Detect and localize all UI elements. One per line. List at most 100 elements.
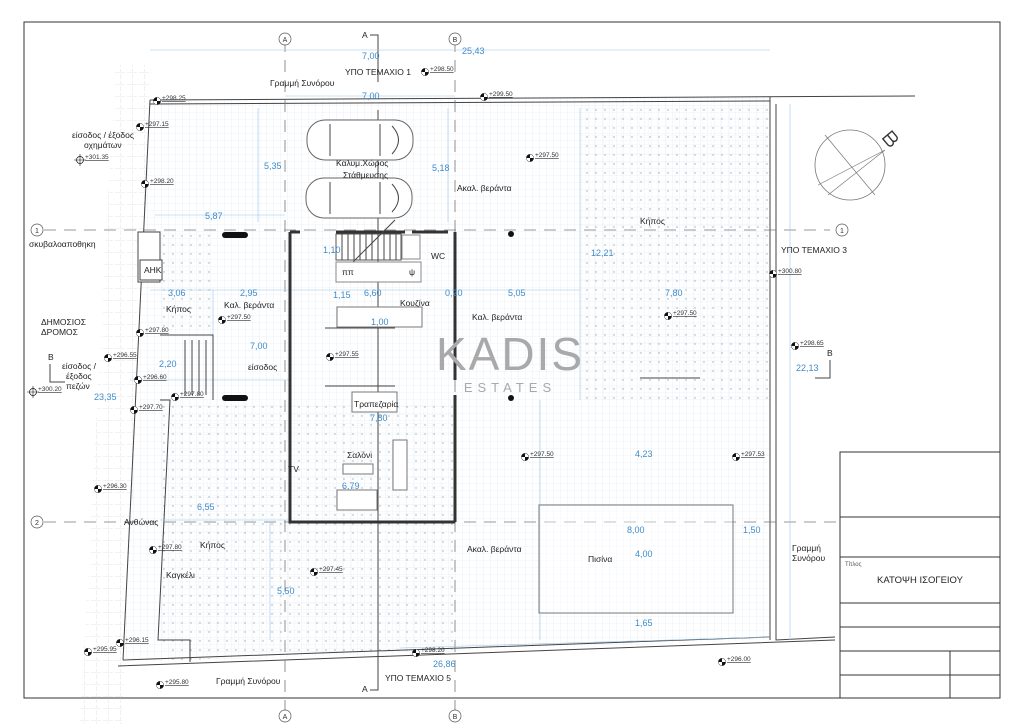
- svg-text:23,35: 23,35: [94, 392, 117, 402]
- elevation-label: +297.80: [145, 327, 169, 334]
- elevation-marker: +295.95: [84, 646, 117, 656]
- elevation-label: +300.80: [778, 268, 802, 275]
- svg-text:5,87: 5,87: [205, 211, 223, 221]
- elevation-label: +296.15: [125, 637, 149, 644]
- svg-text:26,86: 26,86: [433, 659, 456, 669]
- svg-text:2: 2: [35, 520, 39, 527]
- elevation-label: +299.50: [489, 91, 513, 98]
- dimension-labels: 7,00 25,43 7,00 5,35 5,18 5,87 1,10 3,06…: [94, 46, 819, 669]
- grid-axes-horizontal: [44, 229, 840, 523]
- svg-text:6,79: 6,79: [342, 481, 360, 491]
- svg-text:1: 1: [35, 228, 39, 235]
- svg-text:πεζών: πεζών: [66, 381, 90, 391]
- section-a-bottom-label: A: [362, 684, 368, 694]
- drawing-frame: [23, 21, 1001, 699]
- elevation-label: +295.80: [165, 679, 189, 686]
- svg-text:Ακαλ. βεράντα: Ακαλ. βεράντα: [457, 183, 512, 193]
- elevation-marker: +297.15: [136, 121, 169, 131]
- elevation-marker: +298.20: [412, 647, 445, 657]
- svg-text:4,00: 4,00: [635, 549, 653, 559]
- svg-text:7,00: 7,00: [362, 91, 380, 101]
- elevation-marker: +301.35: [74, 154, 109, 166]
- svg-text:7,80: 7,80: [370, 413, 388, 423]
- elevation-marker: +298.20: [141, 178, 174, 188]
- svg-text:έξοδος: έξοδος: [66, 371, 92, 381]
- svg-text:ΥΠΟ ΤΕΜΑΧΙΟ 3: ΥΠΟ ΤΕΜΑΧΙΟ 3: [781, 245, 847, 255]
- elevation-marker: +297.50: [526, 152, 559, 162]
- elevation-label: +300.20: [38, 386, 62, 393]
- svg-text:Γραμμή: Γραμμή: [792, 543, 821, 553]
- svg-text:Κήπος: Κήπος: [200, 540, 225, 550]
- svg-text:Στάθμευσης: Στάθμευσης: [343, 170, 388, 180]
- svg-text:Πισίνα: Πισίνα: [588, 554, 612, 564]
- elevation-marker: +299.50: [480, 91, 513, 101]
- svg-text:Ακαλ. βεράντα: Ακαλ. βεράντα: [467, 544, 522, 554]
- svg-text:Γραμμή Συνόρου: Γραμμή Συνόρου: [216, 676, 281, 686]
- boundary-top-inner: [149, 100, 771, 105]
- svg-text:5,05: 5,05: [508, 288, 526, 298]
- section-ticks: [325, 327, 700, 387]
- svg-text:ΥΠΟ ΤΕΜΑΧΙΟ 5: ΥΠΟ ΤΕΜΑΧΙΟ 5: [385, 673, 451, 683]
- drawing-title: ΚΑΤΟΨΗ ΙΣΟΓΕΙΟΥ: [877, 575, 964, 586]
- svg-text:ΔΡΟΜΟΣ: ΔΡΟΜΟΣ: [41, 327, 78, 337]
- svg-text:6,60: 6,60: [364, 288, 382, 298]
- elevation-marker: +297.55: [326, 351, 359, 361]
- svg-text:6,55: 6,55: [197, 502, 215, 512]
- axis-marker-1-right: 1: [835, 223, 849, 237]
- svg-text:Ανθώνας: Ανθώνας: [124, 517, 158, 527]
- svg-text:5,35: 5,35: [264, 161, 282, 171]
- elevation-label: +297.80: [158, 544, 182, 551]
- svg-text:1: 1: [840, 228, 844, 235]
- axis-marker-b-bottom: B: [448, 709, 462, 723]
- elevation-marker: +298.25: [153, 95, 186, 105]
- elevation-marker: +297.50: [521, 451, 554, 461]
- elevation-marker: +297.50: [218, 314, 251, 324]
- svg-text:Κήπος: Κήπος: [166, 304, 191, 314]
- svg-text:είσοδος / έξοδος: είσοδος / έξοδος: [72, 130, 134, 140]
- svg-text:ππ: ππ: [342, 267, 354, 277]
- boundary-top: [149, 95, 916, 101]
- north-arrow-icon: [814, 129, 898, 201]
- elevation-label: +297.50: [535, 152, 559, 159]
- elevation-label: +296.00: [727, 656, 751, 663]
- svg-text:Γραμμή Συνόρου: Γραμμή Συνόρου: [270, 78, 335, 88]
- svg-text:1,50: 1,50: [743, 525, 761, 535]
- elevation-marker: +297.80: [136, 327, 169, 337]
- section-a-top: A: [362, 30, 368, 40]
- kitchen-island: [336, 306, 423, 328]
- coffee-table: [342, 463, 374, 475]
- elevation-label: +297.80: [180, 391, 204, 398]
- svg-text:ψ: ψ: [409, 267, 415, 277]
- svg-text:Τραπεζαρία: Τραπεζαρία: [354, 399, 398, 409]
- svg-text:22,13: 22,13: [796, 363, 819, 373]
- svg-text:Καλυμ.Χώρος: Καλυμ.Χώρος: [336, 158, 388, 168]
- svg-text:2,95: 2,95: [240, 288, 258, 298]
- svg-text:7,00: 7,00: [362, 51, 380, 61]
- column-markers: [222, 231, 514, 401]
- svg-text:7,00: 7,00: [250, 341, 268, 351]
- svg-text:είσοδος /: είσοδος /: [62, 361, 97, 371]
- ped-stairs: [160, 334, 214, 400]
- pool: [538, 504, 734, 614]
- kadis-estates-logo: KADIS ESTATES: [436, 328, 584, 395]
- grid-axes-vertical: [284, 40, 456, 710]
- svg-text:7,80: 7,80: [665, 288, 683, 298]
- svg-text:1,10: 1,10: [323, 245, 341, 255]
- boundary-bottom: [117, 636, 836, 667]
- railing-wall: [157, 399, 191, 662]
- elevation-label: +298.20: [150, 178, 174, 185]
- elevation-marker: +297.53: [732, 451, 765, 461]
- svg-text:1,65: 1,65: [635, 618, 653, 628]
- svg-text:KADIS: KADIS: [436, 328, 584, 380]
- svg-text:Καγκέλι: Καγκέλι: [166, 570, 195, 580]
- elevation-marker: +297.70: [130, 404, 163, 414]
- elevation-label: +296.55: [113, 352, 137, 359]
- section-b-left: [49, 364, 65, 383]
- svg-text:1,15: 1,15: [333, 290, 351, 300]
- elevation-markers: +298.25+297.15+301.35+298.20+298.50+299.…: [27, 66, 824, 689]
- elevation-marker: +296.30: [94, 483, 127, 493]
- svg-text:12,21: 12,21: [591, 248, 614, 258]
- elevation-label: +297.55: [335, 351, 359, 358]
- svg-text:ΔΗΜΟΣΙΟΣ: ΔΗΜΟΣΙΟΣ: [41, 317, 86, 327]
